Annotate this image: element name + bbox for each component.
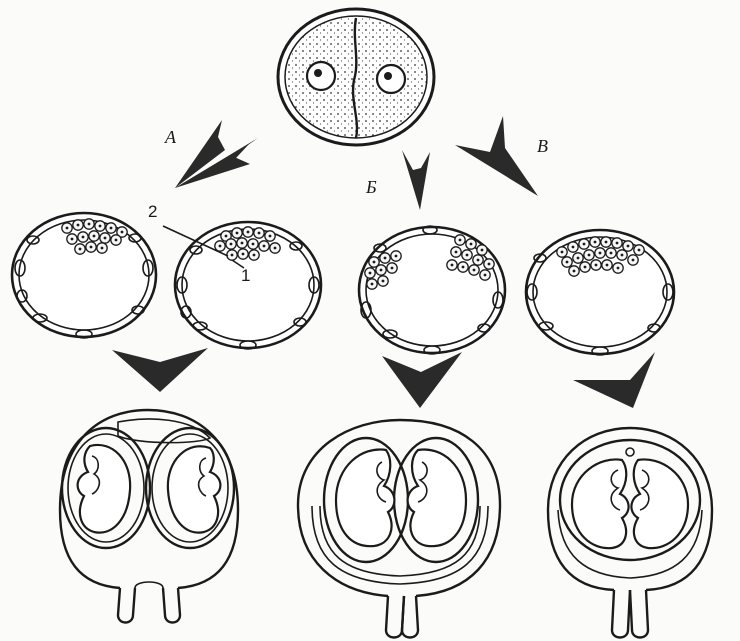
nucleus-right-icon <box>377 65 405 93</box>
blastocyst-b <box>359 226 505 354</box>
route-b-arrow <box>402 150 430 210</box>
blastocyst-c <box>526 230 674 355</box>
route-a-label: А <box>164 127 177 147</box>
embryo-icon <box>408 449 466 546</box>
embryo-icon <box>78 445 131 533</box>
embryo-icon <box>572 459 629 548</box>
route-c-arrow <box>455 116 538 196</box>
route-b-label: Б <box>365 177 377 197</box>
embryo-icon <box>168 446 221 532</box>
uterus-b <box>298 420 500 638</box>
down-arrow-a <box>112 348 208 392</box>
down-arrow-b <box>382 352 462 408</box>
pointer-2-label: 2 <box>148 202 157 221</box>
blastocyst-a-left <box>12 213 156 338</box>
route-a-arrow <box>175 120 258 188</box>
down-arrow-c <box>573 352 655 408</box>
pointer-1-label: 1 <box>241 266 250 285</box>
uterus-a <box>60 410 238 623</box>
uterus-c <box>548 428 712 638</box>
two-cell-zygote <box>278 9 434 145</box>
nucleus-left-icon <box>307 62 335 90</box>
route-c-label: В <box>537 136 548 156</box>
embryo-icon <box>631 459 688 548</box>
embryo-icon <box>336 449 394 546</box>
